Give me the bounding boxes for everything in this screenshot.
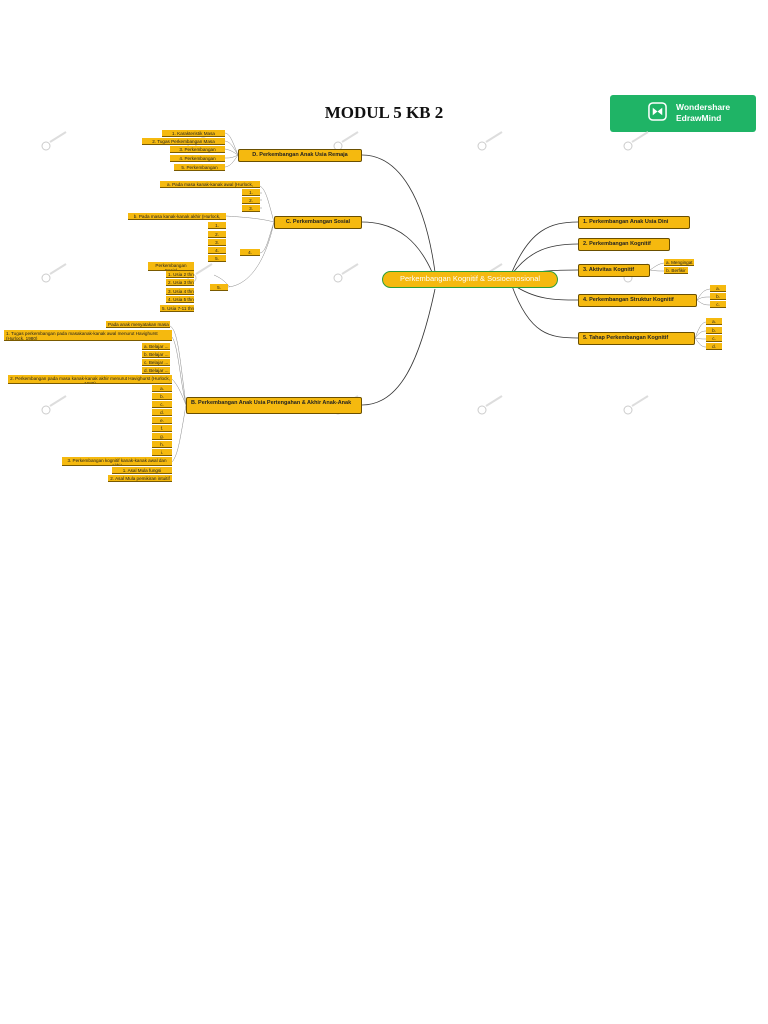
leaf-d[interactable]: 1. Karakteristik Masa Remaja [162, 130, 225, 137]
watermark-icon [41, 263, 67, 283]
brand-line-2: EdrawMind [676, 113, 722, 123]
watermark-icon [333, 263, 359, 283]
watermark-icon [623, 131, 649, 151]
leaf-r5[interactable]: a. [706, 318, 722, 325]
watermark-icon [623, 395, 649, 415]
leaf-c-b-item[interactable]: 5. [208, 255, 226, 262]
branch-r4[interactable]: 4. Perkembangan Struktur Kognitif [578, 294, 697, 307]
leaf-b-2-item[interactable]: f. [152, 425, 172, 432]
watermark-icon [41, 131, 67, 151]
leaf-c-a[interactable]: a. Pada masa kanak-kanak awal (Hurlock, … [160, 181, 260, 188]
leaf-b-2-item[interactable]: e. [152, 417, 172, 424]
leaf-r4[interactable]: b. [710, 293, 726, 300]
leaf-b-2[interactable]: 2. Perkembangan pada masa kanak-kanak ak… [8, 375, 172, 384]
leaf-c-5[interactable]: 5. [210, 284, 228, 291]
watermark-icon [477, 131, 503, 151]
edrawmind-brand-badge[interactable]: Wondershare EdrawMind [610, 95, 756, 132]
page-title: MODUL 5 KB 2 [324, 103, 444, 122]
leaf-b-2-item[interactable]: d. [152, 409, 172, 416]
leaf-b-2-item[interactable]: c. [152, 401, 172, 408]
leaf-r5[interactable]: b. [706, 327, 722, 334]
leaf-c-d-item[interactable]: 4. Usia 5 thn [166, 296, 194, 303]
brand-line-1: Wondershare [676, 102, 731, 112]
branch-b[interactable]: B. Perkembangan Anak Usia Pertengahan & … [186, 397, 362, 414]
leaf-r4[interactable]: a. [710, 285, 726, 292]
leaf-b-1[interactable]: 1. Tugas perkembangan pada masakanak-kan… [4, 330, 172, 341]
leaf-c-d[interactable]: Perkembangan Sosial [148, 262, 194, 271]
leaf-b-2-item[interactable]: b. [152, 393, 172, 400]
leaf-c-b-item[interactable]: 3. [208, 239, 226, 246]
leaf-b-2-item[interactable]: h. [152, 441, 172, 448]
leaf-c-d-item[interactable]: 3. Usia 4 thn [166, 288, 194, 295]
leaf-r3a[interactable]: a. Mengingat [664, 259, 694, 266]
leaf-d[interactable]: 2. Tugas Perkembangan Masa Remaja [142, 138, 225, 145]
central-topic[interactable]: Perkembangan Kognitif & Sosioemosional [382, 271, 558, 288]
leaf-c-d-item[interactable]: 2. Usia 3 thn [166, 279, 194, 286]
leaf-c-b-item[interactable]: 1. [208, 222, 226, 229]
watermark-icon [41, 395, 67, 415]
leaf-r5[interactable]: d. [706, 343, 722, 350]
leaf-b-1-item[interactable]: c. Belajar ... [142, 359, 170, 366]
branch-r5[interactable]: 5. Tahap Perkembangan Kognitif [578, 332, 695, 345]
leaf-b-1-item[interactable]: b. Belajar ... [142, 351, 170, 358]
branch-c[interactable]: C. Perkembangan Sosial [274, 216, 362, 229]
leaf-b-1-item[interactable]: d. Belajar ... [142, 367, 170, 374]
leaf-b-3-item[interactable]: 1. Asal Mula fungsi simbolik [112, 467, 172, 474]
leaf-c-a-item[interactable]: 3. [242, 205, 260, 212]
leaf-c-b-item[interactable]: 2. [208, 231, 226, 238]
leaf-c-d-item[interactable]: 5. Usia 7-11 thn [160, 305, 194, 312]
leaf-b-3[interactable]: 3. Perkembangan kognitif kanak-kanak awa… [62, 457, 172, 466]
branch-r3[interactable]: 3. Aktivitas Kognitif [578, 264, 650, 277]
leaf-d[interactable]: 3. Perkembangan Kognitif [170, 146, 225, 153]
leaf-b-2-item[interactable]: i. [152, 449, 172, 456]
leaf-c-d-item[interactable]: 1. Usia 2 thn [166, 271, 194, 278]
leaf-c-b-item[interactable]: 4. [208, 247, 226, 254]
leaf-b-1-item[interactable]: a. Belajar ... [142, 343, 170, 350]
branch-r2[interactable]: 2. Perkembangan Kognitif [578, 238, 670, 251]
branch-d[interactable]: D. Perkembangan Anak Usia Remaja [238, 149, 362, 162]
leaf-b-top[interactable]: Pada anak menyatakan masa ini .... [106, 321, 170, 328]
branch-r1[interactable]: 1. Perkembangan Anak Usia Dini [578, 216, 690, 229]
leaf-d[interactable]: 5. Perkembangan Sosial [174, 164, 225, 171]
leaf-b-2-item[interactable]: a. [152, 385, 172, 392]
edrawmind-logo-icon [648, 102, 667, 121]
leaf-c-a-item[interactable]: 1. [242, 189, 260, 196]
leaf-b-2-item[interactable]: g. [152, 433, 172, 440]
leaf-d[interactable]: 4. Perkembangan Emosional [170, 155, 225, 162]
leaf-r5[interactable]: c. [706, 335, 722, 342]
leaf-r3b[interactable]: b. Berfikir [664, 267, 688, 274]
watermark-icon [477, 395, 503, 415]
leaf-c-a-item[interactable]: 2. [242, 197, 260, 204]
leaf-c-b[interactable]: b. Pada masa kanak-kanak akhir (Hurlock,… [128, 213, 226, 220]
leaf-r4[interactable]: c. [710, 301, 726, 308]
leaf-c-4[interactable]: 4. [240, 249, 260, 256]
leaf-b-3-item[interactable]: 2. Asal Mula pemikiran intuitif [108, 475, 172, 482]
